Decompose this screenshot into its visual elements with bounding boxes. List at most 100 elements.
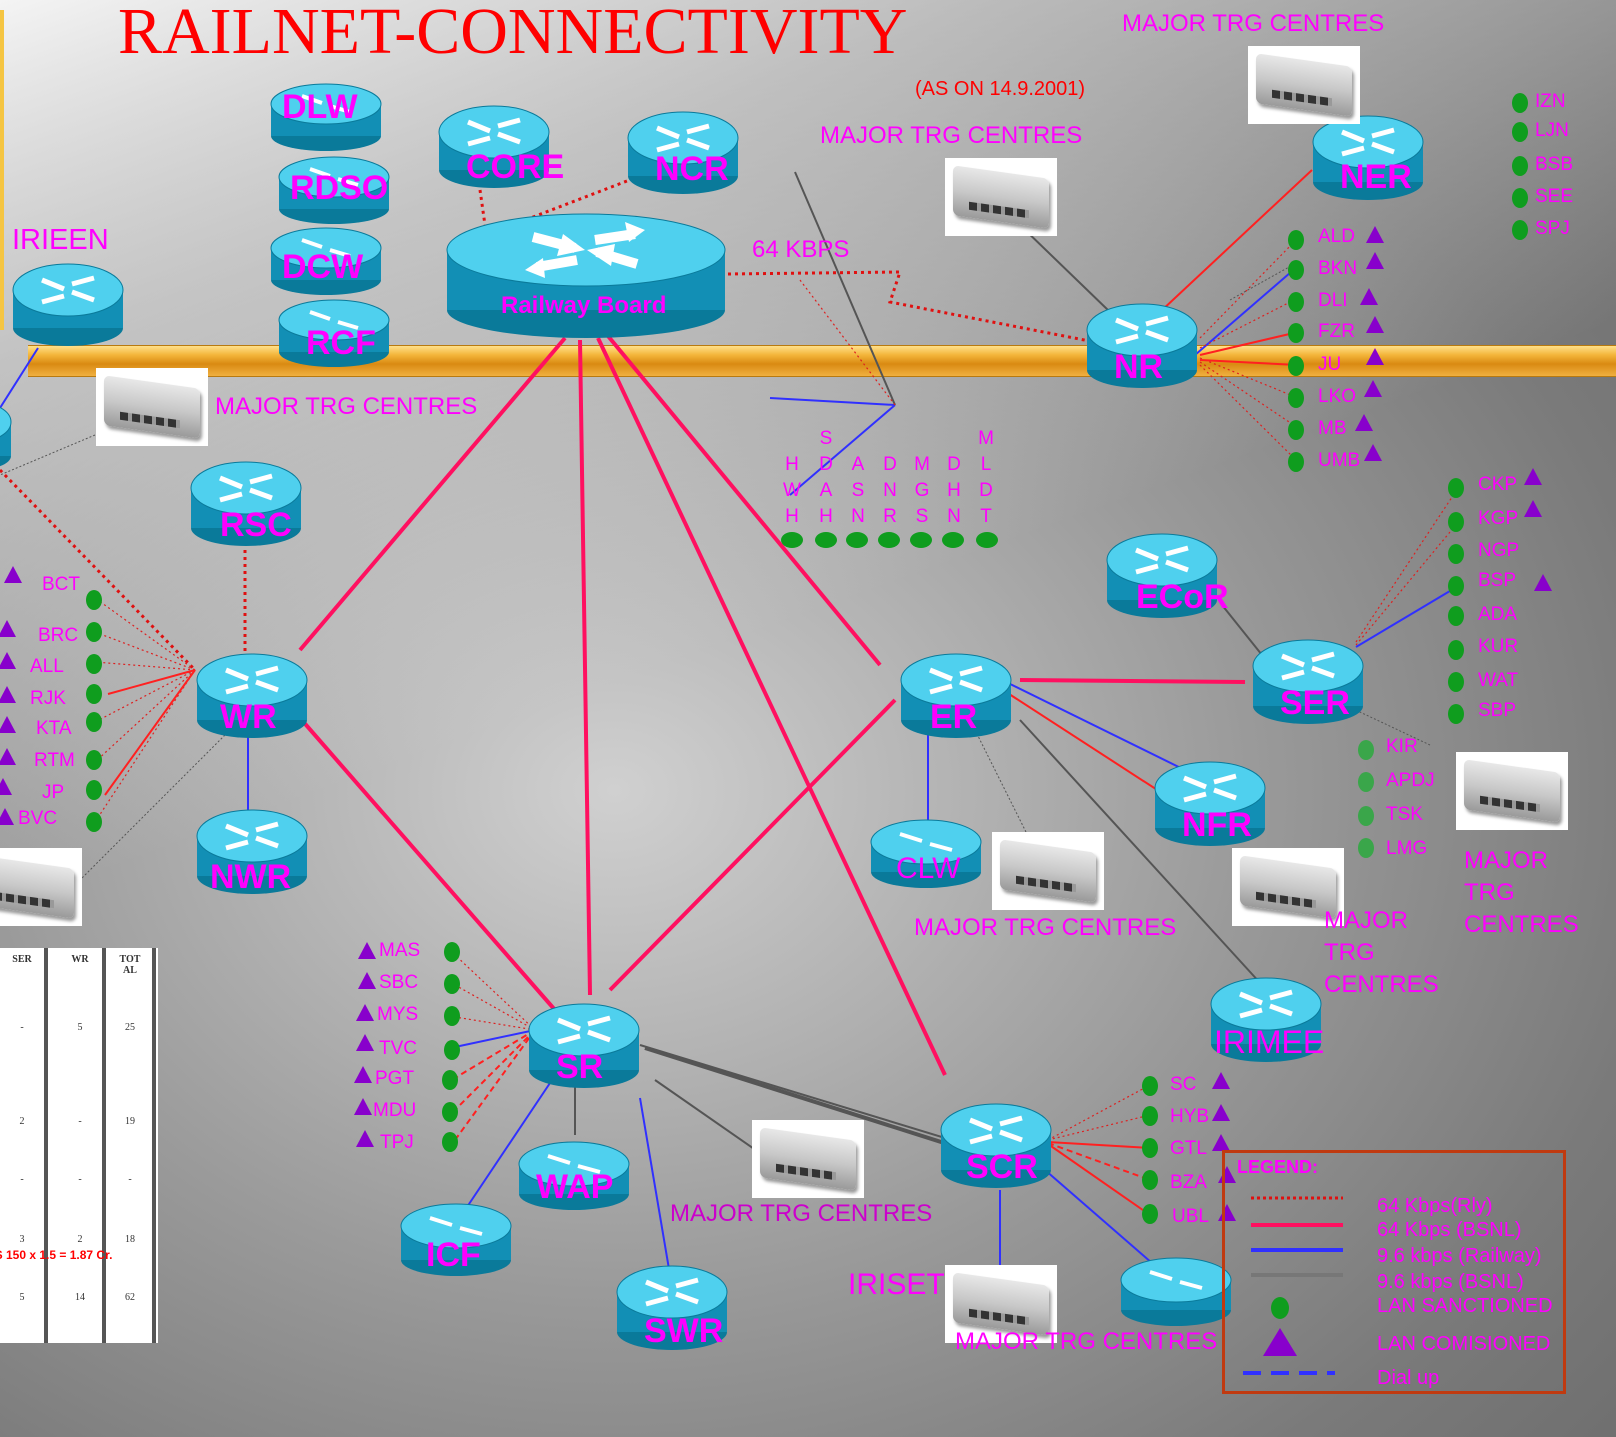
legend: LEGEND: 64 Kbps(Rly) 64 Kbps (BSNL) 9.6 … [1222, 1150, 1566, 1394]
site-label: SBP [1478, 700, 1517, 721]
router-label: NER [1340, 158, 1412, 196]
label-line: CENTRES [1324, 971, 1439, 998]
lan-sanctioned-marker [86, 780, 102, 800]
router-label: SR [556, 1048, 604, 1086]
router-wap[interactable]: WAP [518, 1140, 630, 1212]
modem-icon [945, 1265, 1057, 1343]
router-label: SWR [644, 1312, 724, 1350]
router-icf[interactable]: ICF [400, 1202, 512, 1278]
lan-commissioned-marker [1366, 252, 1384, 269]
rly-9k6-links [0, 265, 1461, 1276]
site-label: WAT [1478, 670, 1519, 691]
site-label: FZR [1318, 321, 1355, 342]
lan-sanctioned-marker [1288, 230, 1304, 250]
lan-sanctioned-marker [86, 654, 102, 674]
bsnl-9k6-thick [644, 1046, 961, 1150]
router-ncr[interactable]: NCR [627, 110, 739, 196]
router-label: WR [220, 698, 277, 736]
lan-sanctioned-marker [1142, 1106, 1158, 1126]
site-label: DLI [1318, 290, 1348, 311]
site-label: UMB [1318, 450, 1361, 471]
lan-commissioned-marker [0, 808, 14, 825]
router-rdso[interactable]: RDSO [278, 155, 390, 225]
site-label: BZA [1170, 1172, 1207, 1193]
site-label: UBL [1172, 1206, 1209, 1227]
site-label: MB [1318, 418, 1347, 439]
router-nfr[interactable]: NFR [1154, 760, 1266, 848]
router-irimee[interactable]: IRIMEE [1210, 976, 1324, 1064]
lan-commissioned-marker [1366, 348, 1384, 365]
router-iriset[interactable] [1120, 1256, 1232, 1328]
router-ecor[interactable]: ECoR [1106, 532, 1229, 620]
lan-sanctioned-marker [1448, 544, 1464, 564]
router-clw[interactable]: CLW [870, 818, 982, 890]
router-label: DLW [282, 88, 358, 126]
router-wr[interactable]: WR [196, 652, 308, 740]
router-core[interactable]: CORE [438, 104, 564, 190]
lan-sanctioned-marker [1288, 388, 1304, 408]
router-sr[interactable]: SR [528, 1002, 640, 1090]
router-label: Railway Board [501, 292, 667, 319]
router-dlw[interactable]: DLW [270, 82, 382, 152]
rly-64k-links [0, 174, 1111, 672]
table-cell: - [20, 1022, 24, 1033]
bsnl-9k6-links [574, 171, 1263, 1161]
irieen-label: IRIEEN [12, 224, 109, 256]
router-rsc[interactable]: RSC [190, 460, 302, 548]
router-ser[interactable]: SER [1252, 638, 1364, 726]
router-label: SCR [966, 1148, 1038, 1186]
legend-item: LAN SANCTIONED [1377, 1295, 1553, 1317]
site-label: TSK [1386, 804, 1423, 825]
router-partial-left[interactable] [0, 400, 12, 472]
router-nwr[interactable]: NWR [196, 808, 308, 896]
site-label: PGT [375, 1068, 415, 1089]
lan-sanctioned-marker [942, 532, 964, 548]
table-column: TOT AL 25 19 - 18 62 [108, 948, 156, 1343]
legend-item: Dial up [1377, 1367, 1440, 1389]
modem-icon [0, 848, 82, 926]
lan-sanctioned-marker [1288, 356, 1304, 376]
lan-commissioned-marker [0, 686, 16, 703]
router-rcf[interactable]: RCF [278, 298, 390, 368]
left-edge-bar [0, 10, 4, 330]
lan-commissioned-marker [1364, 444, 1382, 461]
router-label: RCF [306, 324, 376, 362]
router-railway-board[interactable]: Railway Board [445, 212, 727, 340]
router-swr[interactable]: SWR [616, 1264, 728, 1352]
table-cell: 2 [77, 1234, 83, 1245]
router-label: NR [1114, 348, 1164, 386]
router-er[interactable]: ER [900, 652, 1012, 740]
lan-commissioned-marker [1524, 500, 1542, 517]
site-label: SPJ [1535, 218, 1570, 239]
lan-sanctioned-marker [86, 750, 102, 770]
site-label: MYS [377, 1004, 419, 1025]
table-column: SER - 2 - 3 5 [0, 948, 48, 1343]
lan-commissioned-marker [1360, 288, 1378, 305]
lan-commissioned-marker [358, 972, 376, 989]
router-label: CLW [896, 852, 961, 885]
lan-sanctioned-marker [1288, 323, 1304, 343]
lan-commissioned-marker [1212, 1134, 1230, 1151]
lan-sanctioned-marker [1448, 672, 1464, 692]
router-dcw[interactable]: DCW [270, 226, 382, 296]
router-ner[interactable]: NER [1312, 114, 1424, 202]
lan-sanctioned-marker [878, 532, 900, 548]
lan-sanctioned-marker [1358, 806, 1374, 826]
site-label: ALL [30, 656, 64, 677]
lan-commissioned-marker [1212, 1072, 1230, 1089]
iriset-label: IRISET [848, 1268, 945, 1301]
lan-sanctioned-marker [442, 1102, 458, 1122]
router-nr[interactable]: NR [1086, 302, 1198, 390]
table-cell: - [78, 1116, 82, 1127]
router-label: ECoR [1136, 578, 1229, 616]
page-title: RAILNET-CONNECTIVITY [118, 0, 908, 68]
table-cell: - [78, 1174, 82, 1185]
router-scr[interactable]: SCR [940, 1102, 1052, 1190]
cost-note: RS 150 x 1.5 = 1.87 Cr. [0, 1248, 113, 1262]
lan-commissioned-marker [0, 652, 16, 669]
router-irieen[interactable] [12, 262, 124, 348]
lan-sanctioned-marker [1288, 260, 1304, 280]
